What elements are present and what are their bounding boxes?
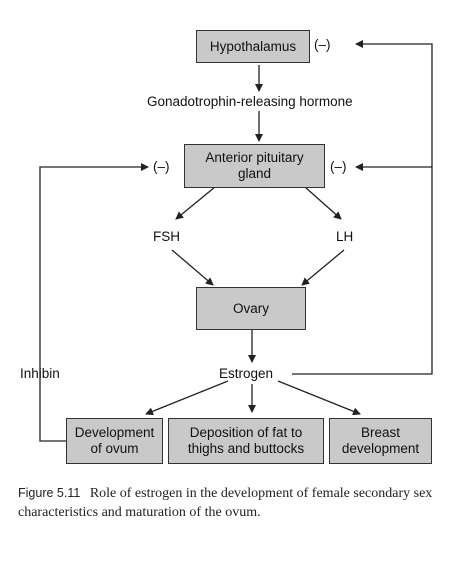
estrogen-label: Estrogen — [219, 366, 274, 381]
fat-deposition-label: Deposition of fat to thighs and buttocks — [187, 425, 305, 456]
ovum-development-label: Development of ovum — [74, 425, 155, 456]
breast-development-label: Breast development — [341, 425, 420, 456]
arrow-pituitary-to-fsh — [175, 186, 216, 220]
hypothalamus-label: Hypothalamus — [209, 38, 297, 54]
negative-feedback-pituitary-left: (–) — [153, 159, 170, 174]
negative-feedback-hypothalamus: (–) — [314, 37, 331, 52]
hypothalamus-node: Hypothalamus — [196, 30, 310, 63]
fsh-label: FSH — [153, 229, 180, 244]
ovum-development-node: Development of ovum — [66, 418, 163, 464]
feedback-line-estrogen — [292, 40, 433, 375]
ovary-label: Ovary — [232, 300, 269, 316]
arrow-layer — [39, 40, 433, 442]
gnrh-label: Gonadotrophin-releasing hormone — [147, 94, 353, 109]
figure-caption-text: Role of estrogen in the development of f… — [18, 486, 433, 520]
ovary-node: Ovary — [196, 287, 306, 330]
arrow-estrogen-to-ovum — [145, 380, 229, 416]
figure-number: Figure 5.11 — [18, 486, 81, 500]
fat-deposition-node: Deposition of fat to thighs and buttocks — [168, 418, 324, 464]
negative-feedback-pituitary-right: (–) — [330, 159, 347, 174]
lh-label: LH — [336, 229, 354, 244]
breast-development-node: Breast development — [329, 418, 432, 464]
arrow-pituitary-to-lh — [304, 186, 342, 220]
anterior-pituitary-label: Anterior pituitary gland — [205, 150, 304, 181]
arrow-estrogen-to-breast — [277, 380, 361, 416]
inhibin-label: Inhibin — [20, 366, 60, 381]
feedback-line-inhibin — [39, 163, 149, 442]
figure-caption: Figure 5.11 Role of estrogen in the deve… — [18, 484, 448, 522]
arrow-fsh-to-ovary — [171, 249, 214, 286]
arrow-lh-to-ovary — [301, 249, 345, 286]
anterior-pituitary-node: Anterior pituitary gland — [184, 144, 325, 188]
